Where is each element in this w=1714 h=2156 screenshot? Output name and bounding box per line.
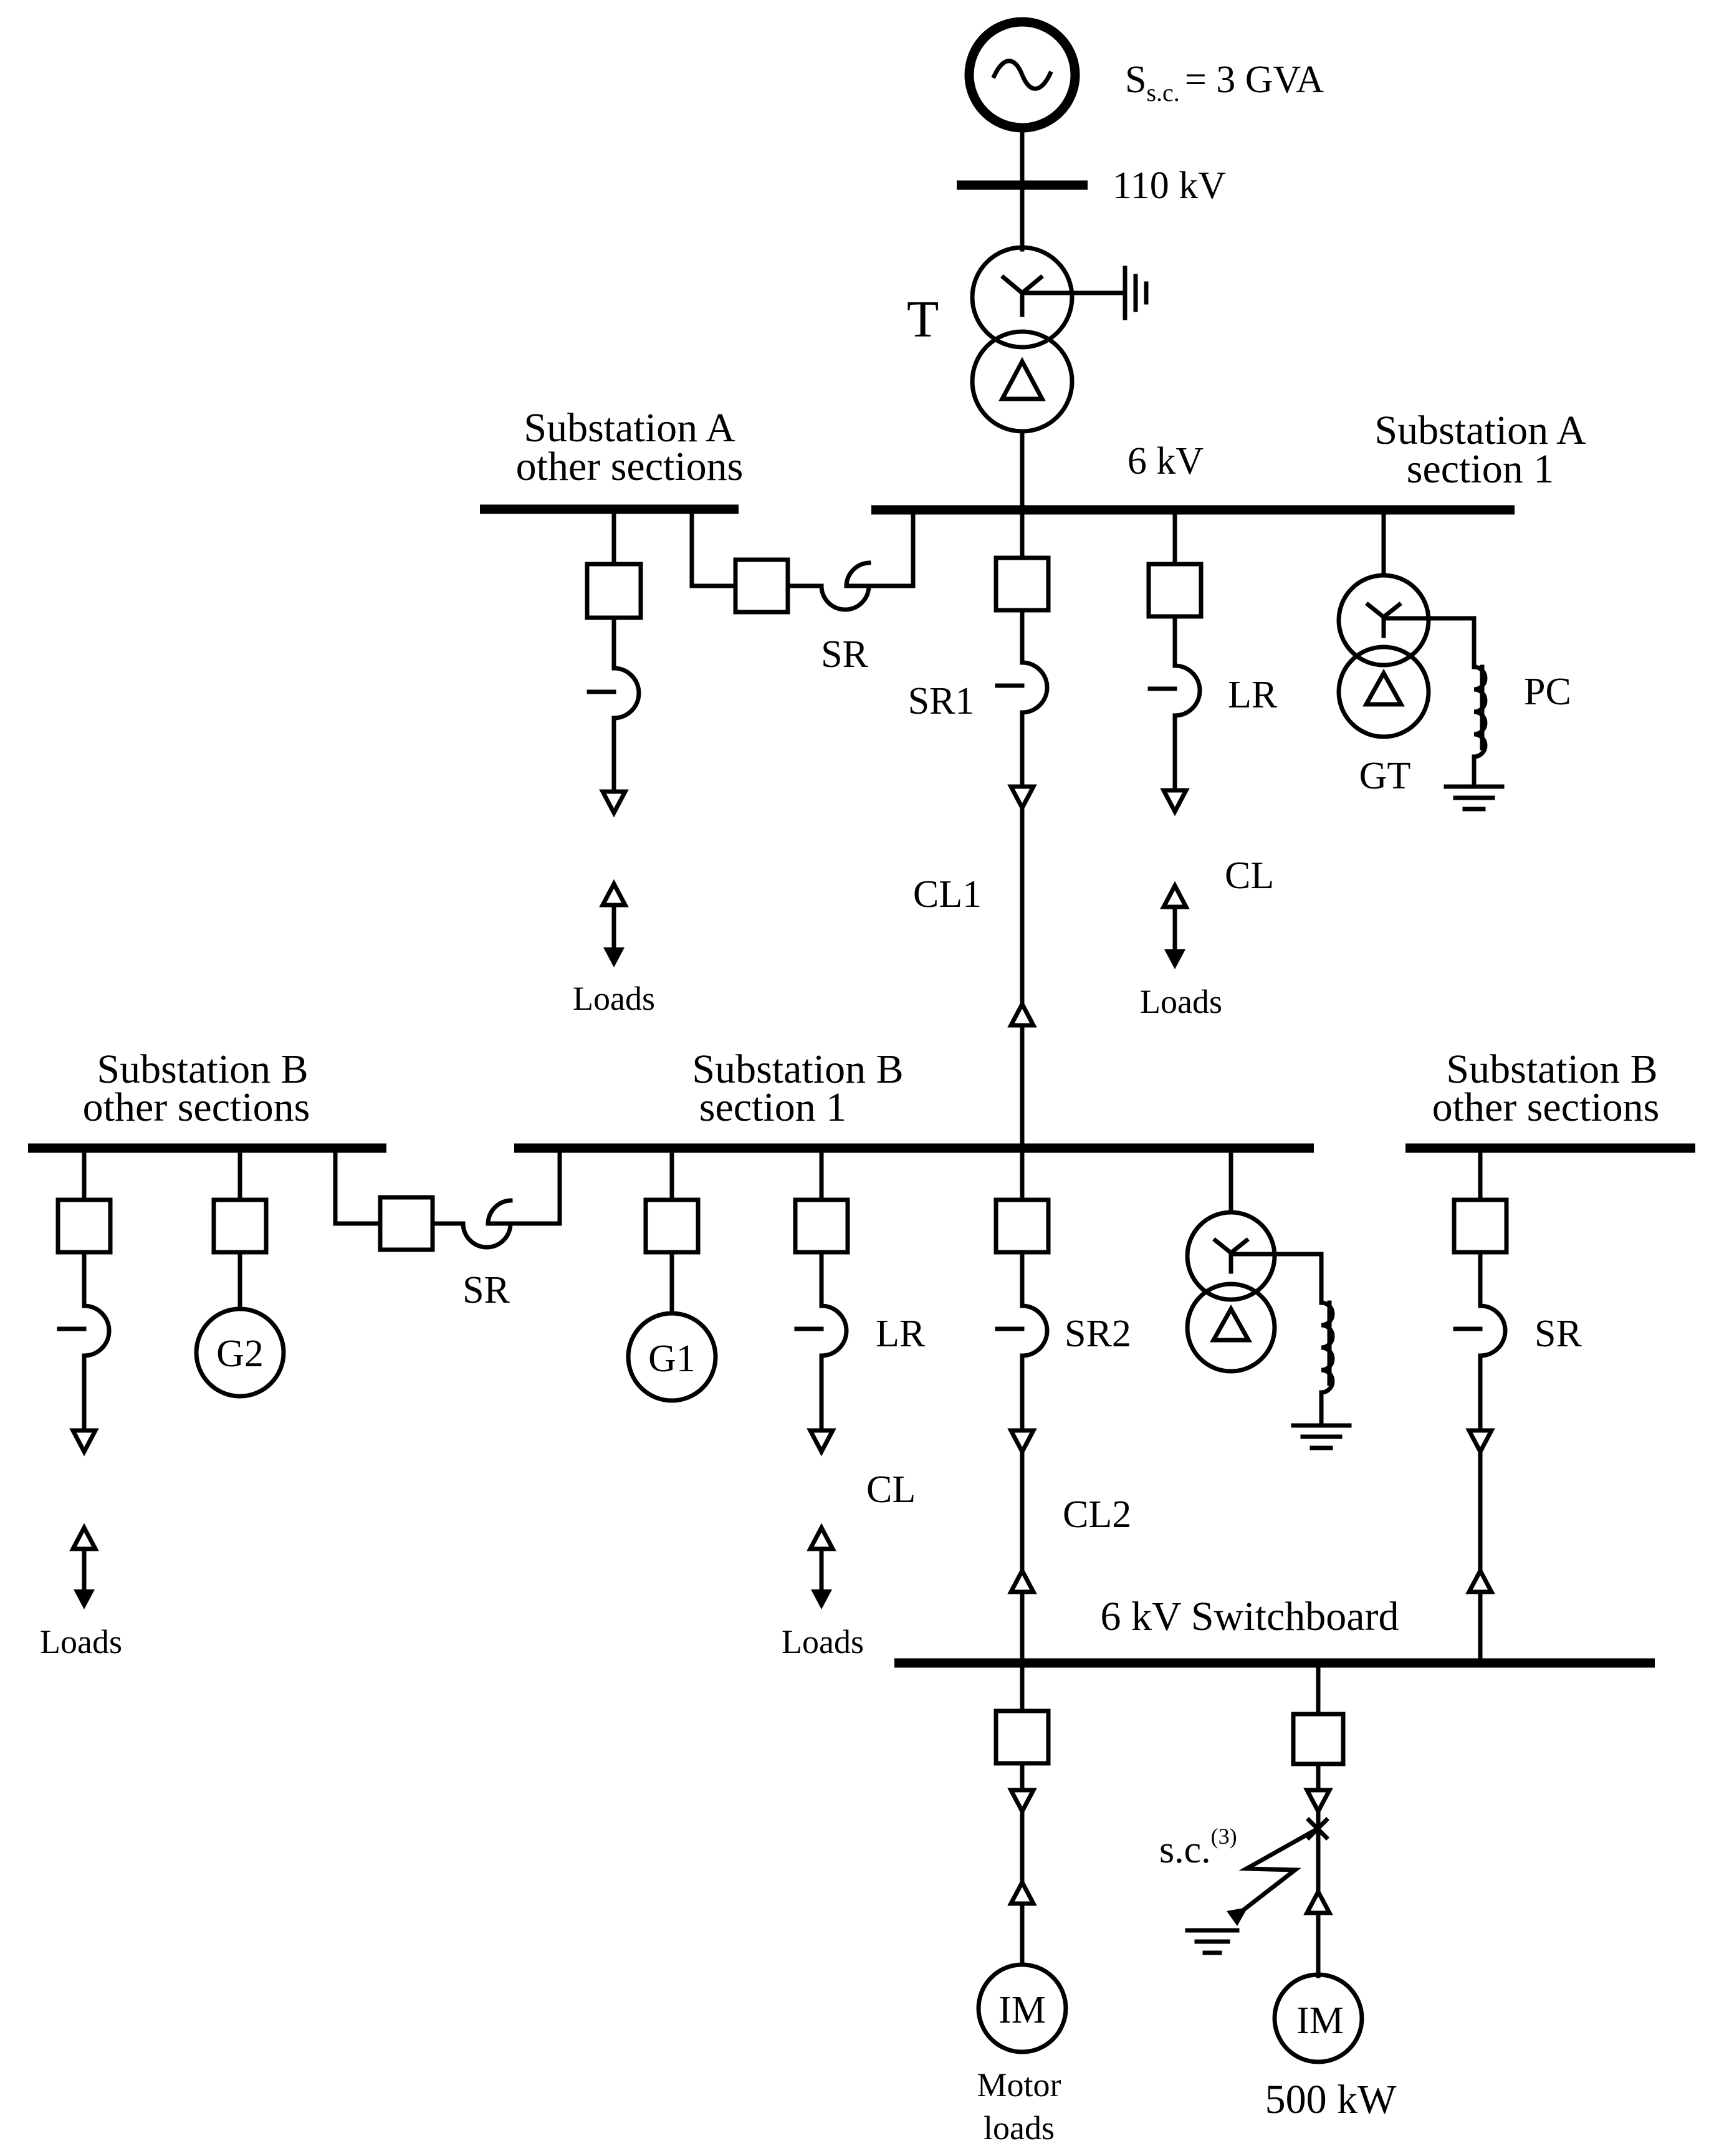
feeder-a-lr — [1146, 507, 1204, 969]
busbar-a-voltage: 6 kV — [1128, 440, 1204, 482]
tie-a-sectional — [689, 507, 916, 615]
lr-a-label: LR — [1228, 674, 1278, 716]
cl-a-label: CL — [1225, 855, 1274, 897]
source-ssc-subscript: s.c. — [1146, 79, 1179, 107]
cl1-label: CL1 — [913, 873, 982, 916]
motor-loads-label-2: loads — [984, 2109, 1055, 2147]
feeder-b-right-sr — [1452, 1146, 1509, 1665]
feeder-cl2 — [993, 1146, 1051, 1665]
sr-a-tie-label: SR — [821, 633, 868, 676]
cl2-label: CL2 — [1063, 1493, 1131, 1536]
loads-a-left-label: Loads — [573, 980, 655, 1017]
source-ssc-value: = 3 GVA — [1185, 59, 1324, 101]
motor-loads-label-1: Motor — [977, 2066, 1061, 2104]
substation-b-title: Substation B — [692, 1047, 903, 1092]
feeder-motor-loads — [976, 1660, 1068, 2054]
motor-rating-label: 500 kW — [1265, 2077, 1397, 2122]
feeder-motor-500kw — [1272, 1660, 1364, 2064]
sr2-label: SR2 — [1065, 1313, 1131, 1355]
lr-b-label: LR — [876, 1313, 926, 1355]
substation-b-subtitle: section 1 — [699, 1085, 846, 1130]
transformer-label: T — [907, 290, 939, 348]
motor-left-label: IM — [998, 1989, 1046, 2031]
tie-b-sectional — [333, 1146, 562, 1252]
main-transformer — [970, 245, 1149, 434]
fault-label: s.c. — [1159, 1829, 1211, 1871]
substation-b-left-title: Substation B — [97, 1047, 308, 1092]
feeder-cl1 — [993, 507, 1051, 1151]
substation-a-title: Substation A — [1374, 408, 1586, 453]
fault-superscript: (3) — [1211, 1824, 1237, 1849]
substation-a-subtitle: section 1 — [1407, 446, 1554, 492]
feeder-b-loads-left — [55, 1146, 113, 1609]
source-ssc-label: S — [1125, 59, 1146, 101]
grounding-transformer-a — [1336, 507, 1505, 812]
loads-a-right-label: Loads — [1140, 983, 1222, 1020]
fault-marker — [1185, 1817, 1329, 1955]
generator-g2 — [194, 1146, 286, 1399]
gt-label: GT — [1359, 755, 1411, 797]
pc-label: PC — [1524, 671, 1571, 713]
svg-text:Ss.c.= 3 GVA: Ss.c.= 3 GVA — [1125, 59, 1324, 107]
feeder-b-lr — [793, 1146, 850, 1609]
substation-b-right-title: Substation B — [1446, 1047, 1657, 1092]
switchboard-title: 6 kV Switchboard — [1100, 1594, 1399, 1639]
grounding-transformer-b — [1185, 1146, 1352, 1450]
feeder-a-loads-left — [585, 507, 643, 967]
substation-a-other-subtitle: other sections — [516, 444, 744, 489]
substation-b-right-subtitle: other sections — [1432, 1085, 1660, 1130]
svg-text:s.c.(3): s.c.(3) — [1159, 1824, 1237, 1871]
cl-b-label: CL — [866, 1468, 916, 1511]
loads-b-mid-label: Loads — [782, 1623, 864, 1660]
sr-b-right-label: SR — [1534, 1313, 1582, 1355]
motor-right-label: IM — [1296, 2000, 1344, 2042]
substation-a-other-title: Substation A — [524, 405, 735, 451]
g1-label: G1 — [648, 1338, 696, 1380]
g2-label: G2 — [216, 1333, 264, 1375]
loads-b-left-label: Loads — [40, 1623, 122, 1660]
sr1-label: SR1 — [908, 680, 975, 722]
grid-source — [964, 17, 1080, 133]
substation-b-left-subtitle: other sections — [83, 1085, 310, 1130]
generator-g1 — [626, 1146, 718, 1403]
busbar-110kv-label: 110 kV — [1113, 165, 1226, 207]
sr-b-tie-label: SR — [462, 1269, 510, 1311]
